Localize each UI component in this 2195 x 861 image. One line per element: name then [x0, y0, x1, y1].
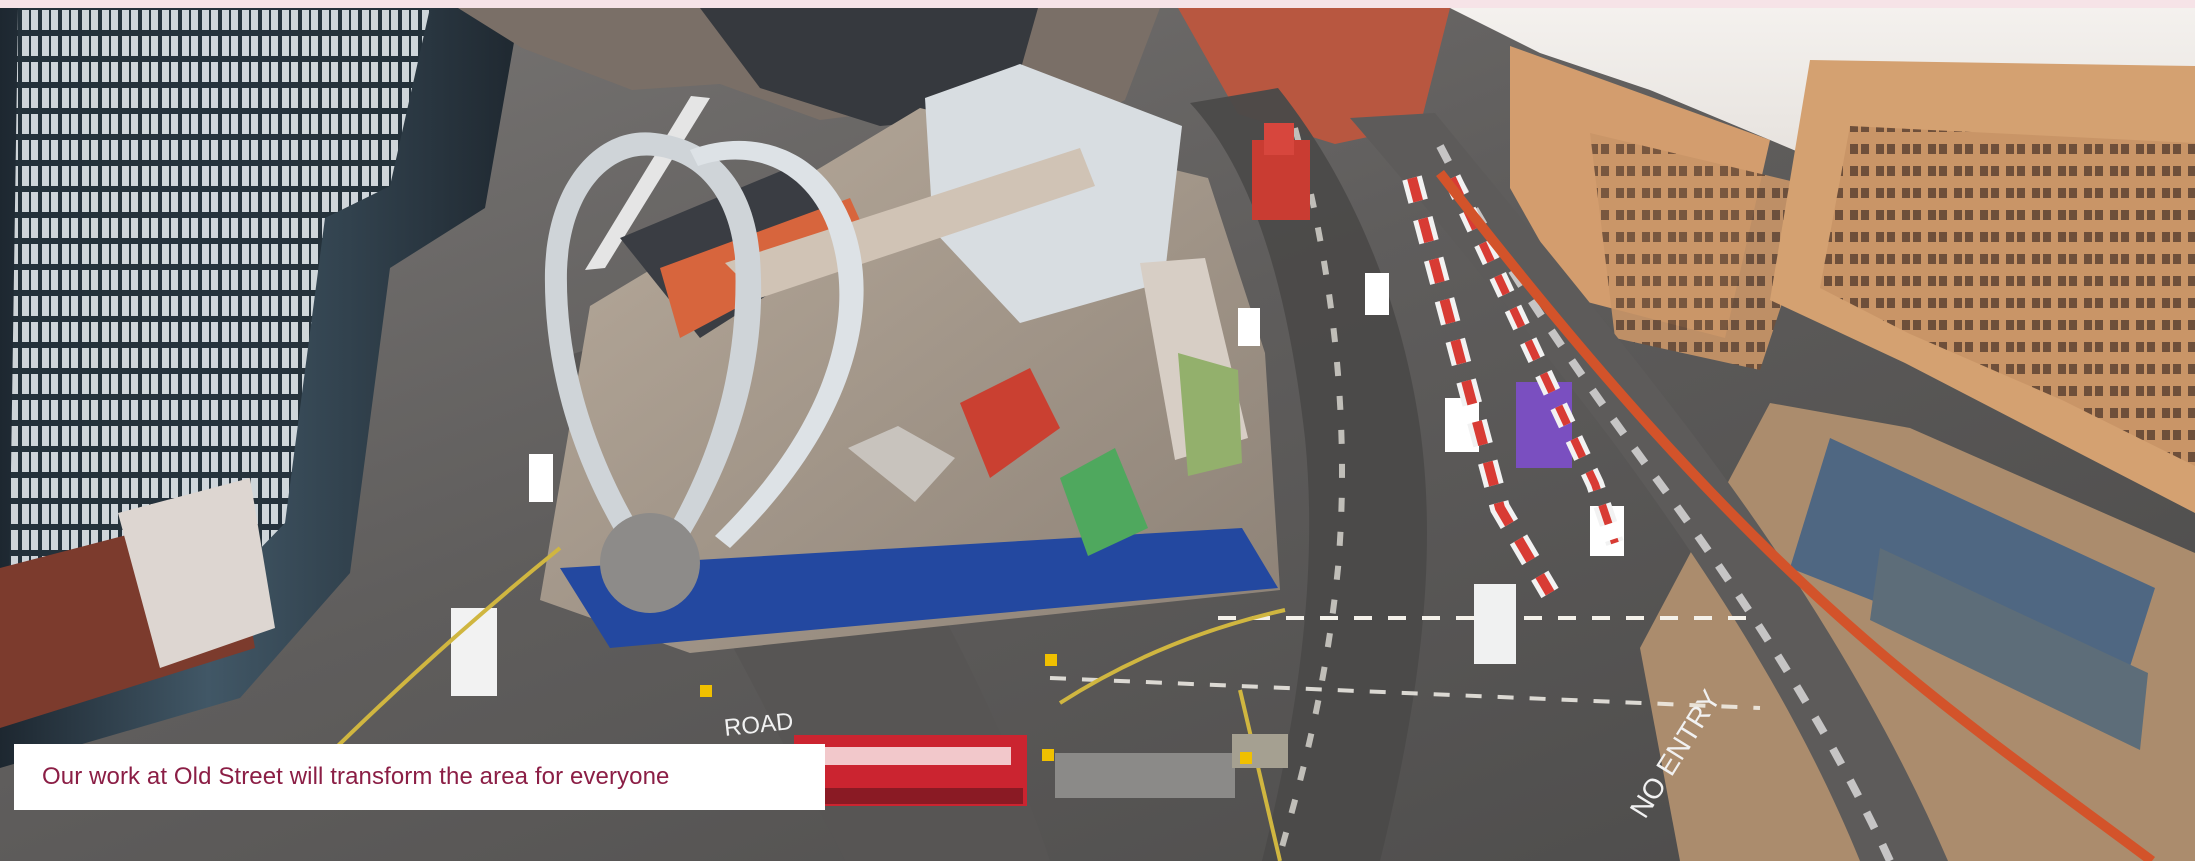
old-street-photo: NO ENTRY ROAD — [0, 8, 2195, 861]
aerial-construction-scene: NO ENTRY ROAD — [0, 8, 2195, 861]
top-strip — [0, 0, 2195, 8]
photo-caption: Our work at Old Street will transform th… — [42, 763, 670, 790]
photo-caption-box: Our work at Old Street will transform th… — [14, 744, 825, 810]
